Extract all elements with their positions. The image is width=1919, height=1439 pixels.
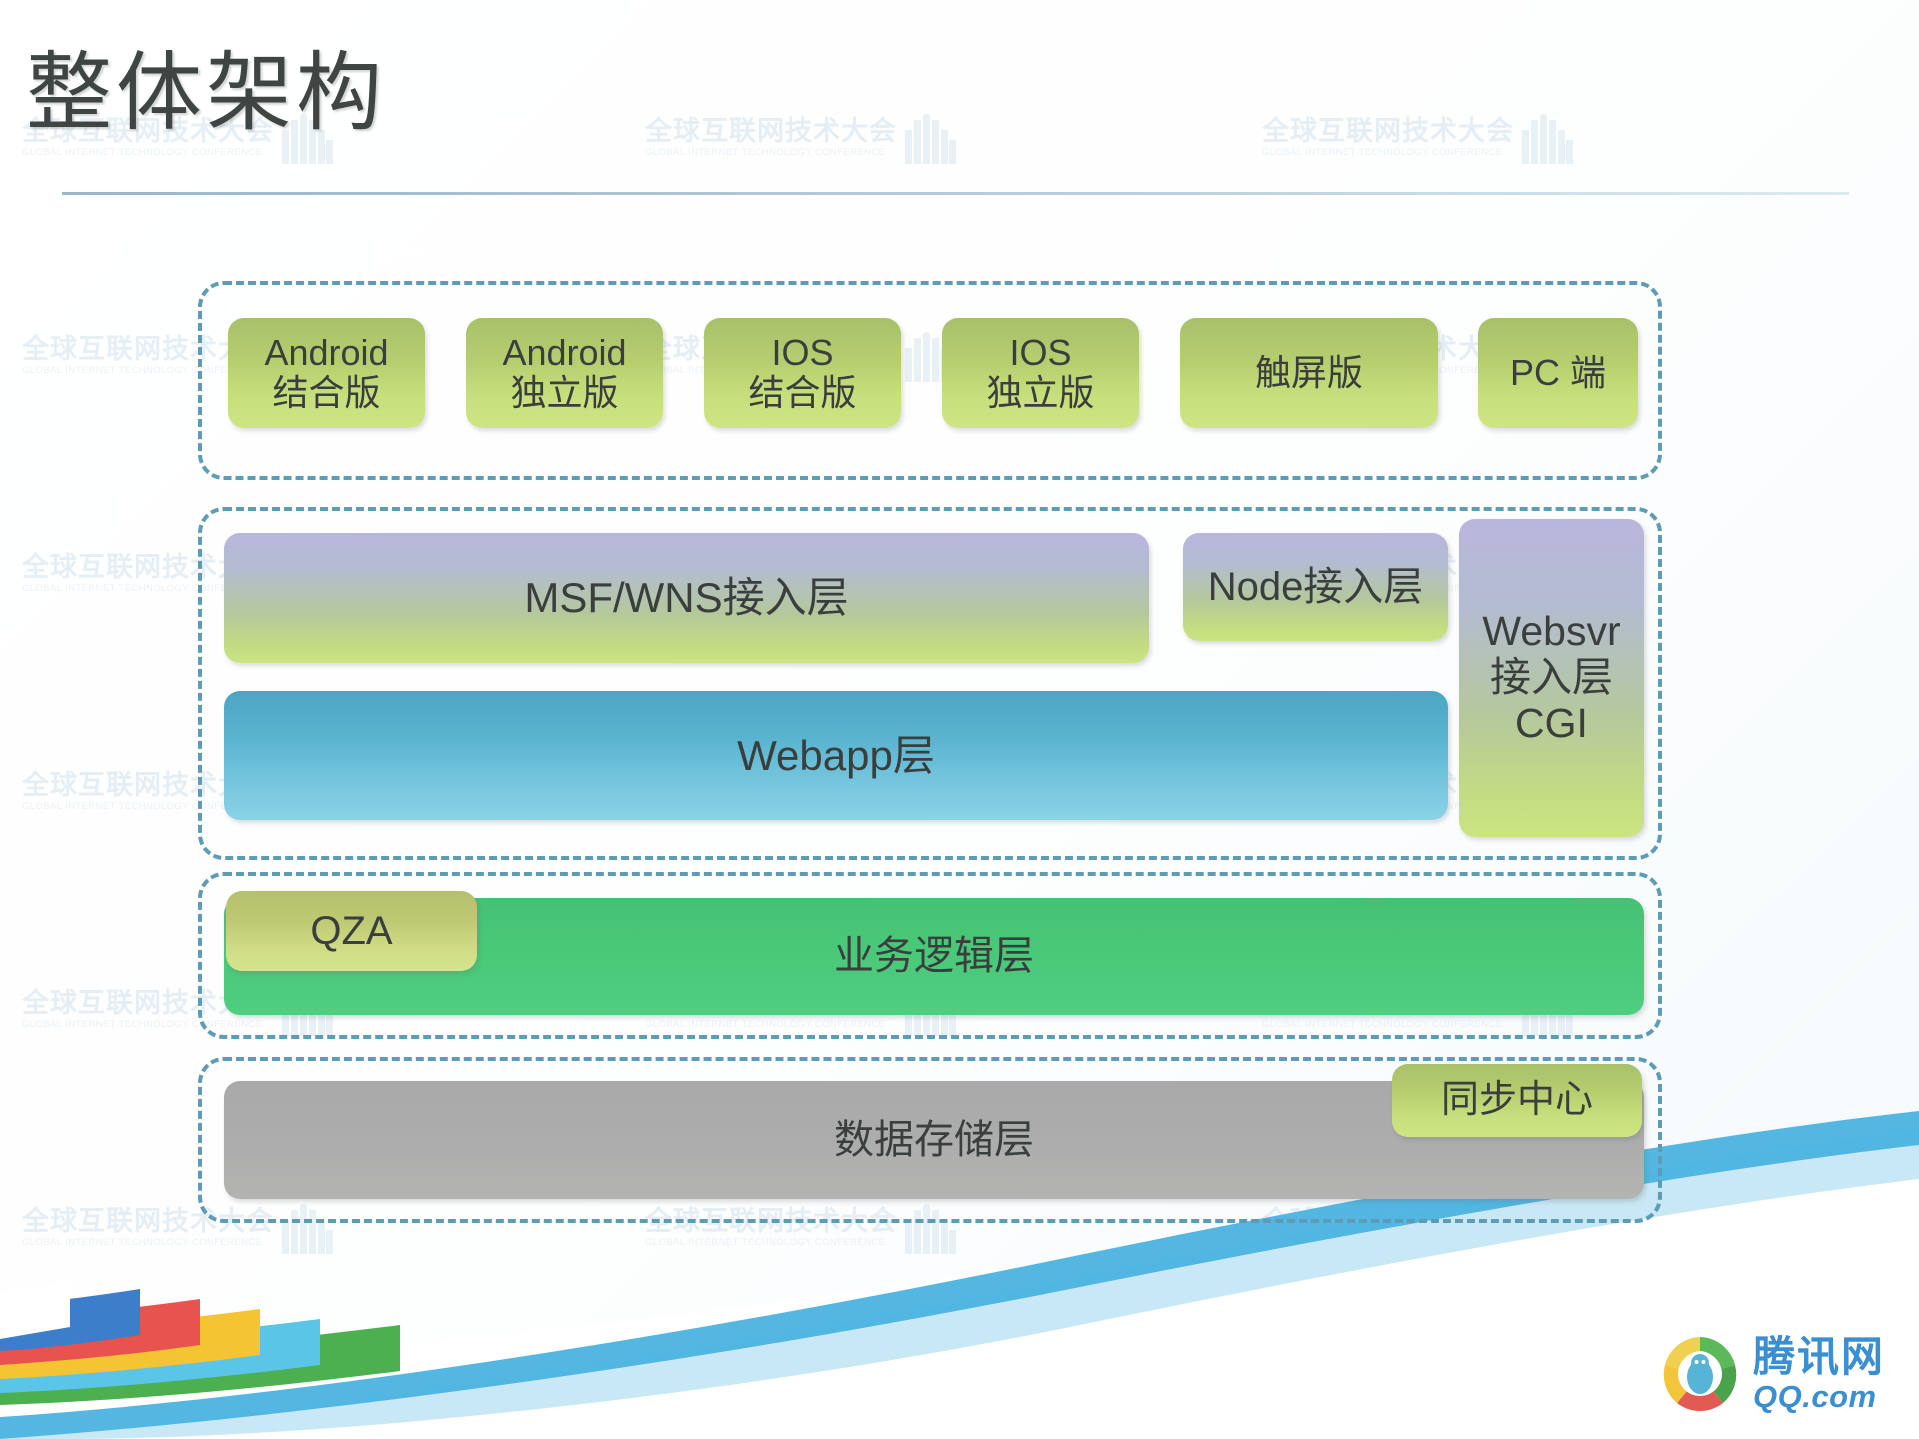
box-sync-center[interactable]: 同步中心 [1392,1064,1642,1137]
group-business-logic-layer [198,872,1662,1039]
page-title: 整体架构 [26,43,386,143]
qq-brand-logo: 腾讯网 QQ.com [1661,1335,1885,1413]
qq-penguin-icon [1662,1337,1737,1412]
box-label: 同步中心 [1440,1079,1593,1122]
box-label: 触屏版 [1254,351,1363,393]
box-node-access-layer[interactable]: Node接入层 [1183,533,1448,641]
brand-name-cn: 腾讯网 [1752,1332,1885,1381]
box-label: 数据存储层 [834,1117,1034,1162]
box-pc-client[interactable]: PC 端 [1478,318,1638,428]
box-touch-version[interactable]: 触屏版 [1180,318,1438,428]
box-msf-wns-access-layer[interactable]: MSF/WNS接入层 [224,533,1149,663]
box-label: Node接入层 [1207,564,1424,609]
box-label: PC 端 [1509,351,1606,393]
box-label: QZA [310,908,393,953]
title-divider [62,192,1849,195]
box-label: 业务逻辑层 [834,934,1034,979]
box-label: Webapp层 [737,731,935,779]
group-client-layer [198,281,1662,480]
brand-name-en: QQ.com [1752,1379,1877,1414]
group-access-layer [198,507,1662,860]
box-qza[interactable]: QZA [226,891,477,971]
box-webapp-layer[interactable]: Webapp层 [224,691,1448,820]
box-label: MSF/WNS接入层 [524,574,849,622]
